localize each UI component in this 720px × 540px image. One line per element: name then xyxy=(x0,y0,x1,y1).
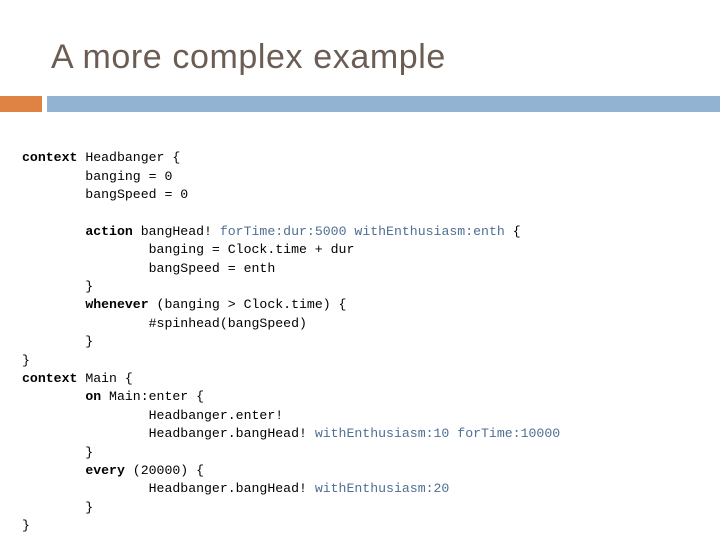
code-line: } xyxy=(22,278,712,296)
code-text: } xyxy=(22,518,30,534)
code-line xyxy=(22,204,712,222)
title-divider xyxy=(0,96,720,112)
code-text: } xyxy=(22,444,94,460)
code-keyword: on xyxy=(85,389,102,405)
code-line: action bangHead! forTime:dur:5000 withEn… xyxy=(22,223,712,241)
code-parameter: withEnthusiasm:enth xyxy=(354,223,505,239)
code-line: whenever (banging > Clock.time) { xyxy=(22,296,712,314)
code-text: Main:enter { xyxy=(101,389,205,405)
code-text: banging = 0 xyxy=(22,168,173,184)
code-parameter: withEnthusiasm:10 xyxy=(314,426,450,442)
code-text: } xyxy=(22,279,94,295)
code-text: (20000) { xyxy=(124,463,205,479)
code-text: #spinhead(bangSpeed) xyxy=(22,315,307,331)
code-line: bangSpeed = 0 xyxy=(22,186,712,204)
code-text: Headbanger { xyxy=(77,150,181,166)
code-parameter: withEnthusiasm:20 xyxy=(314,481,450,497)
code-keyword: whenever xyxy=(85,297,149,313)
code-text: Main { xyxy=(77,371,133,387)
code-line: } xyxy=(22,333,712,351)
code-line: #spinhead(bangSpeed) xyxy=(22,315,712,333)
code-keyword: context xyxy=(22,371,78,387)
code-line: } xyxy=(22,444,712,462)
code-block: context Headbanger { banging = 0 bangSpe… xyxy=(22,149,712,536)
code-line: Headbanger.bangHead! withEnthusiasm:10 f… xyxy=(22,425,712,443)
code-line: banging = 0 xyxy=(22,168,712,186)
code-line: Headbanger.bangHead! withEnthusiasm:20 xyxy=(22,480,712,498)
code-line: bangSpeed = enth xyxy=(22,260,712,278)
code-parameter: forTime:dur:5000 xyxy=(219,223,347,239)
divider-bar xyxy=(47,96,720,112)
code-line: } xyxy=(22,499,712,517)
code-parameter: forTime:10000 xyxy=(457,426,561,442)
code-line: banging = Clock.time + dur xyxy=(22,241,712,259)
code-text: bangHead! xyxy=(132,223,220,239)
code-text: } xyxy=(22,334,94,350)
code-text xyxy=(22,297,85,312)
page-title: A more complex example xyxy=(51,38,446,76)
code-line: Headbanger.enter! xyxy=(22,407,712,425)
code-line: context Main { xyxy=(22,370,712,388)
code-keyword: action xyxy=(85,223,133,239)
code-text: Headbanger.bangHead! xyxy=(22,481,315,497)
code-text: { xyxy=(504,223,521,239)
code-keyword: every xyxy=(85,463,125,479)
code-text xyxy=(22,463,85,478)
code-text: Headbanger.enter! xyxy=(22,407,284,423)
code-text xyxy=(22,224,85,239)
code-line: context Headbanger { xyxy=(22,149,712,167)
code-text: banging = Clock.time + dur xyxy=(22,242,355,258)
code-text: Headbanger.bangHead! xyxy=(22,426,315,442)
code-text: bangSpeed = 0 xyxy=(22,187,189,202)
code-line: on Main:enter { xyxy=(22,388,712,406)
code-text: } xyxy=(22,499,94,515)
code-text: bangSpeed = enth xyxy=(22,260,276,276)
code-keyword: context xyxy=(22,150,78,166)
code-text: } xyxy=(22,352,30,368)
code-text: (banging > Clock.time) { xyxy=(148,297,347,313)
code-text xyxy=(22,389,85,404)
code-line: } xyxy=(22,352,712,370)
divider-accent-block xyxy=(0,96,42,112)
code-line: every (20000) { xyxy=(22,462,712,480)
code-line: } xyxy=(22,517,712,535)
